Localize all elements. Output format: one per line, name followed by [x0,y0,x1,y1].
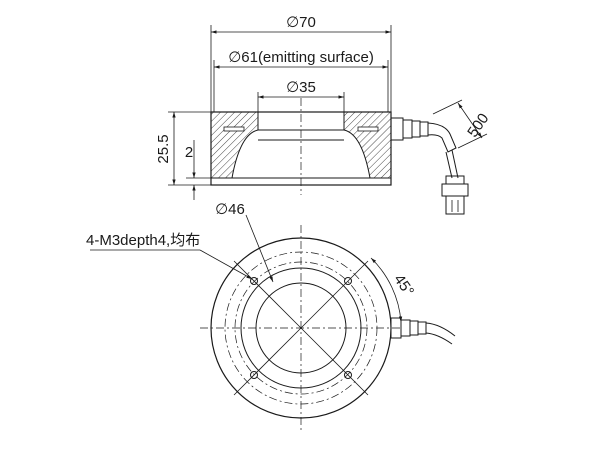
angle-label: 45° [390,271,417,299]
cable-gland [390,117,469,215]
angle-arc [370,257,403,323]
height-label: 25.5 [155,134,172,163]
dim-line-cable [457,102,483,139]
cable-length-label: 500 [464,110,492,140]
front-cable-gland [390,317,456,345]
front-view: ∅46 4-M3depth4,均布 45° [86,201,456,430]
bolt-hole-br [344,371,352,379]
right-wall-hatch [344,112,391,178]
bolt-hole-bl [250,371,258,379]
left-wall-hatch [211,112,258,178]
inner-diameter-label: ∅35 [286,79,316,96]
bolt-circle-label: ∅46 [215,201,245,218]
bolt-hole-tr [344,277,352,285]
led-slot-left [223,126,245,132]
bolt-circle-leader [245,214,274,283]
bolt-holes-label: 4-M3depth4,均布 [86,232,200,249]
base-step-label: 2 [185,144,193,161]
emitting-surface-label: ∅61(emitting surface) [228,49,374,66]
bolt-hole-tl [250,277,258,285]
led-slot-right [357,126,379,132]
outer-diameter-label: ∅70 [286,14,316,31]
side-section-view: ∅70 ∅61(emitting surface) ∅35 25.5 2 500 [155,14,492,215]
bolt-hole-leader [199,249,253,280]
